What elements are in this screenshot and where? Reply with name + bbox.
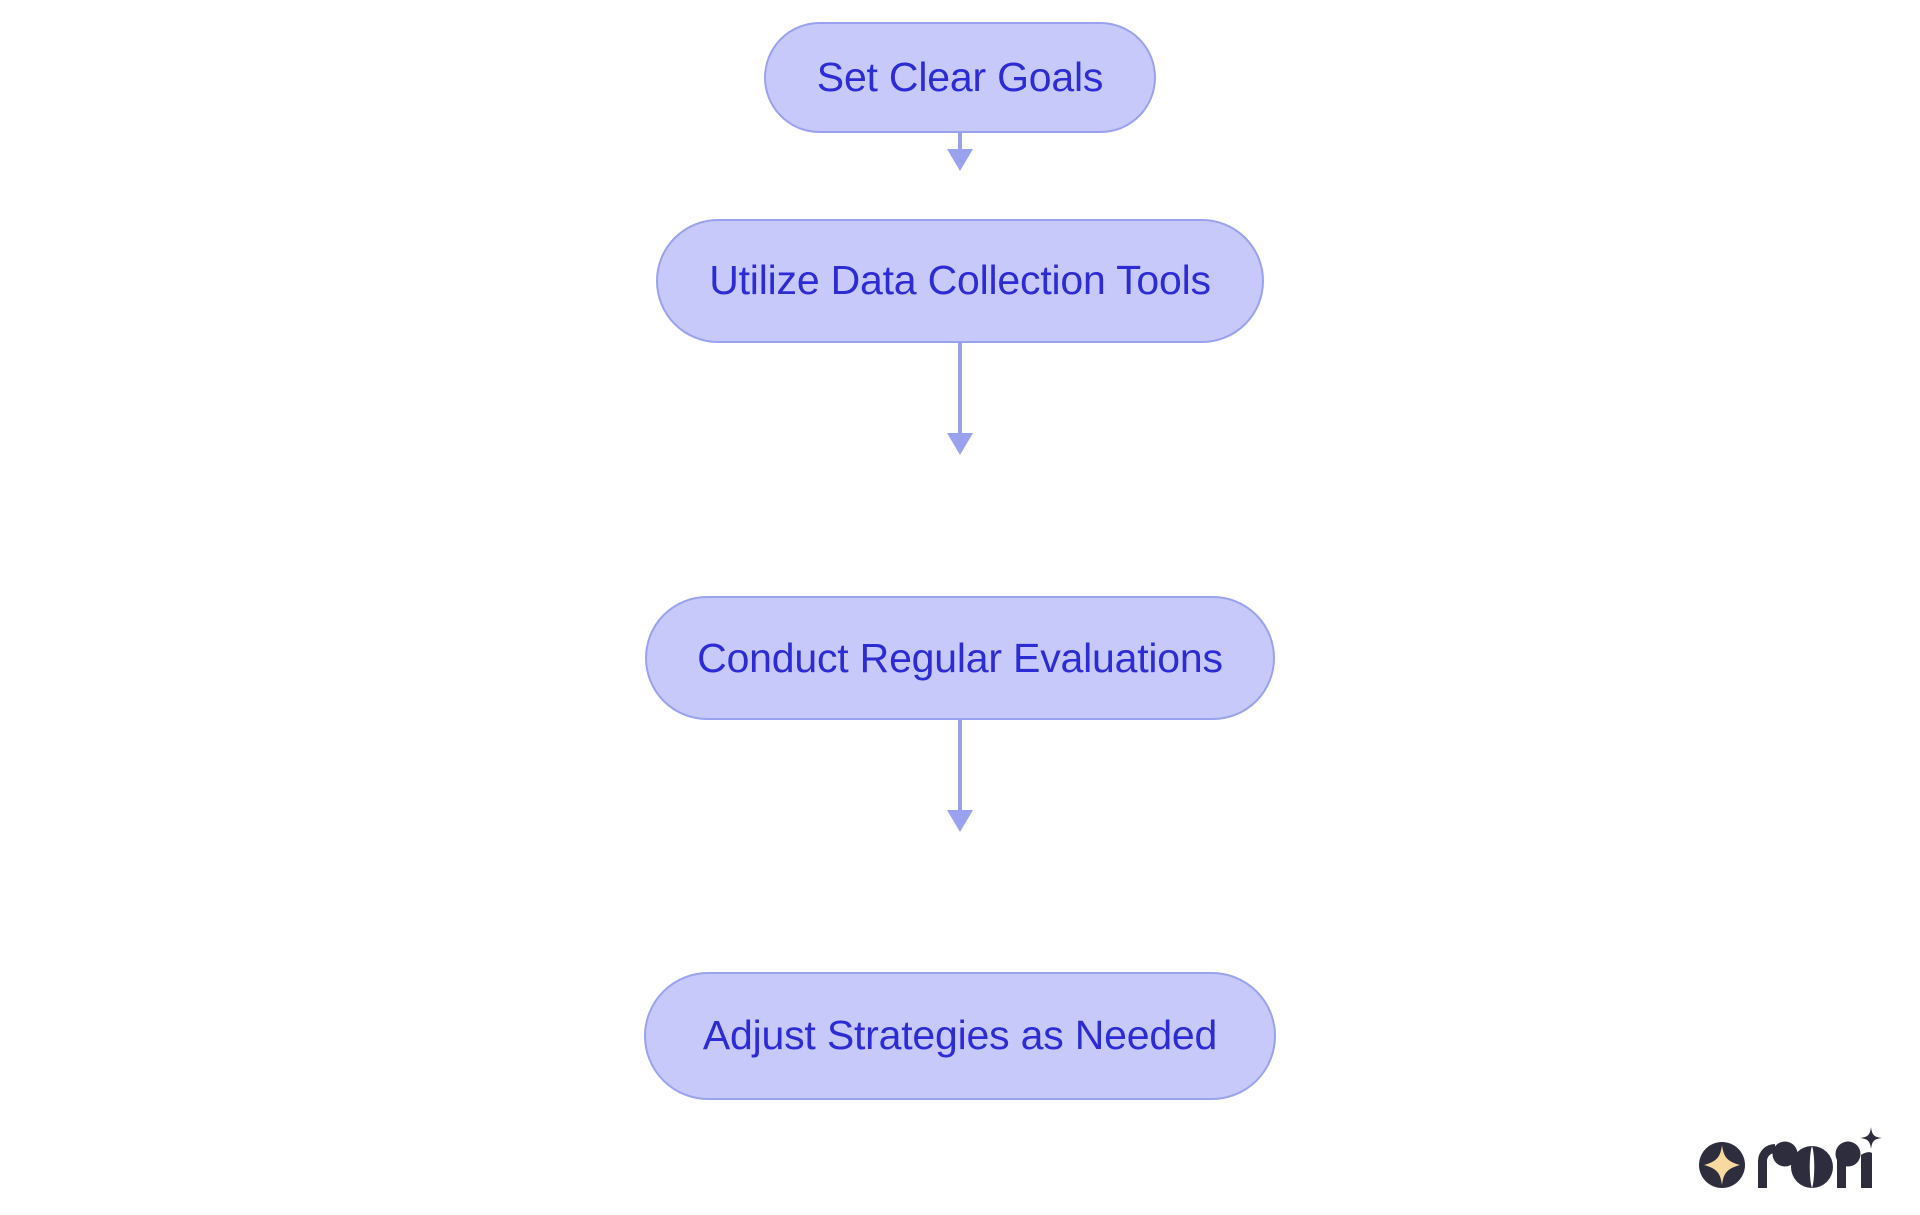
logo-letter-o bbox=[1791, 1146, 1833, 1188]
connector-shaft bbox=[958, 132, 962, 150]
down-arrow-icon bbox=[947, 148, 973, 171]
logo-star-badge-icon bbox=[1699, 1142, 1745, 1188]
flow-node-label: Utilize Data Collection Tools bbox=[709, 257, 1211, 304]
flow-node-set-clear-goals[interactable]: Set Clear Goals bbox=[764, 22, 1156, 133]
flow-connector-n2-n3 bbox=[947, 343, 973, 456]
flow-node-label: Set Clear Goals bbox=[816, 53, 1104, 100]
flow-connector-n1-n2 bbox=[947, 132, 973, 171]
rori-logo bbox=[1698, 1123, 1884, 1197]
logo-letter-r-2 bbox=[1835, 1141, 1861, 1188]
flow-node-label: Adjust Strategies as Needed bbox=[702, 1012, 1218, 1059]
connector-shaft bbox=[958, 343, 962, 435]
flow-connector-n3-n4 bbox=[947, 720, 973, 832]
logo-letter-r-1 bbox=[1758, 1141, 1798, 1188]
rori-logo-svg bbox=[1699, 1127, 1882, 1188]
flow-node-conduct-regular-evaluations[interactable]: Conduct Regular Evaluations bbox=[645, 596, 1275, 721]
flowchart: Set Clear Goals Utilize Data Collection … bbox=[644, 22, 1276, 1100]
flow-node-utilize-data-collection-tools[interactable]: Utilize Data Collection Tools bbox=[656, 218, 1264, 344]
logo-letter-i bbox=[1860, 1127, 1882, 1188]
down-arrow-icon bbox=[947, 433, 973, 456]
logo-sparkle-icon bbox=[1860, 1127, 1882, 1149]
flow-node-adjust-strategies-as-needed[interactable]: Adjust Strategies as Needed bbox=[644, 971, 1276, 1100]
down-arrow-icon bbox=[947, 809, 973, 832]
flow-node-label: Conduct Regular Evaluations bbox=[697, 634, 1223, 681]
connector-shaft bbox=[958, 720, 962, 811]
